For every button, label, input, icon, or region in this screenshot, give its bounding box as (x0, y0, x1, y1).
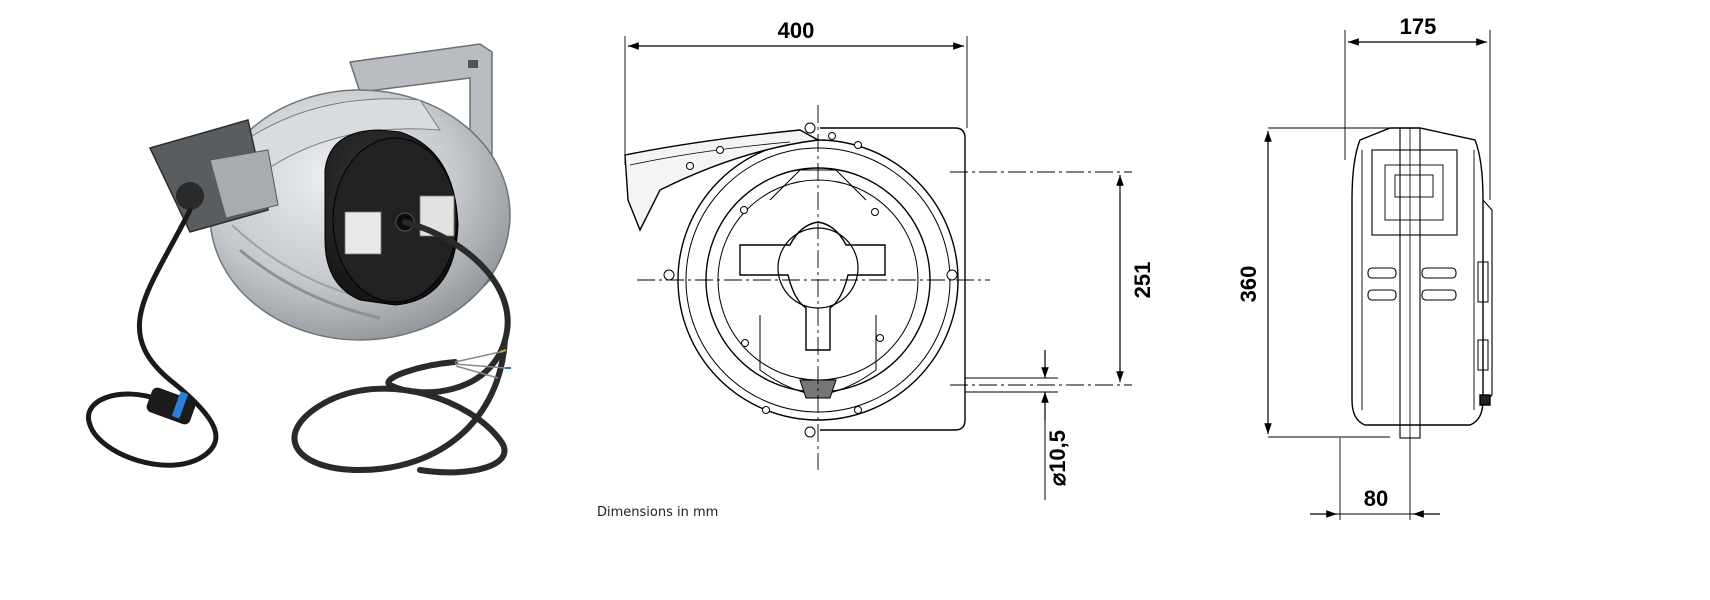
hub-outline (739, 221, 886, 351)
front-height-label: 251 (1130, 262, 1155, 299)
side-housing-outline (1351, 127, 1484, 426)
dimensions-caption: Dimensions in mm (597, 505, 718, 520)
reel-label-plate (344, 211, 382, 255)
product-photo-cable-reel (85, 43, 511, 476)
supply-cable-coil (291, 219, 511, 476)
side-base-label: 80 (1364, 486, 1388, 511)
side-top-bracket (1371, 149, 1458, 236)
guide-arm-outline (624, 129, 821, 232)
side-height-label: 360 (1236, 266, 1261, 303)
side-view-drawing (1264, 30, 1493, 520)
cable-with-connector (85, 207, 219, 468)
front-view-drawing (624, 36, 1132, 500)
backplate-outline (820, 127, 966, 431)
side-depth-label: 175 (1400, 14, 1437, 39)
front-width-label: 400 (778, 18, 815, 43)
connector-plug (146, 387, 196, 425)
mounting-hole-label: ⌀10,5 (1045, 430, 1070, 486)
